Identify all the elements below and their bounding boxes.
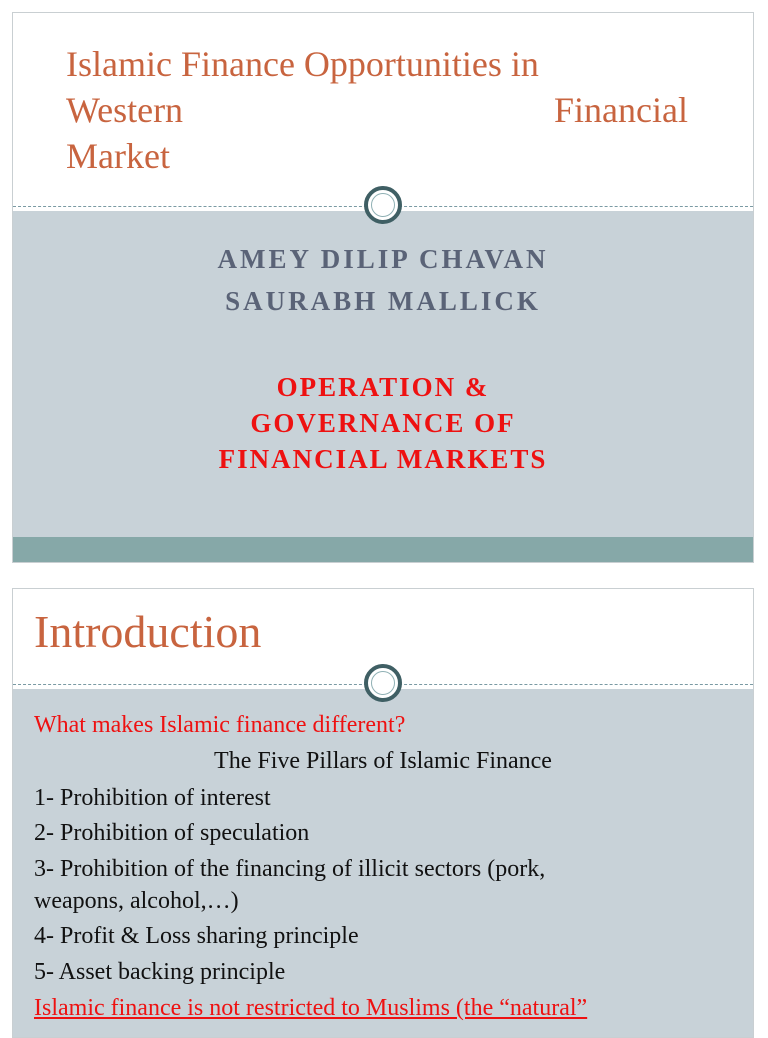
author-name: AMEY DILIP CHAVAN <box>217 244 549 274</box>
course-title-line: OPERATION & <box>276 372 490 402</box>
list-item: 2- Prohibition of speculation <box>34 820 310 846</box>
introduction-slide: Introduction What makes Islamic finance … <box>12 588 754 1038</box>
body-area <box>13 211 753 562</box>
note-text: Islamic finance is not restricted to Mus… <box>34 995 588 1021</box>
title-line-1: Islamic Finance Opportunities in <box>66 44 539 84</box>
course-title-line: GOVERNANCE OF <box>250 408 516 438</box>
bottom-band <box>13 537 753 562</box>
author-name: SAURABH MALLICK <box>225 286 541 316</box>
ring-icon <box>364 186 402 224</box>
title-slide: Islamic Finance Opportunities in Western… <box>12 12 754 563</box>
list-item-continuation: weapons, alcohol,…) <box>34 888 239 914</box>
title-line-3: Market <box>66 136 170 176</box>
title-line-2-right: Financial <box>554 90 688 130</box>
list-item: 4- Profit & Loss sharing principle <box>34 923 359 949</box>
list-item: 1- Prohibition of interest <box>34 785 271 811</box>
slide-title: Introduction <box>34 606 262 657</box>
body-area <box>13 689 753 1037</box>
list-item: 3- Prohibition of the financing of illic… <box>34 856 546 882</box>
ring-icon <box>364 664 402 702</box>
subheading: The Five Pillars of Islamic Finance <box>214 748 552 774</box>
list-item: 5- Asset backing principle <box>34 959 286 985</box>
slide-title: Islamic Finance Opportunities in Western… <box>66 41 688 179</box>
course-title-line: FINANCIAL MARKETS <box>218 444 548 474</box>
title-line-2-left: Western <box>66 90 184 130</box>
question-text: What makes Islamic finance different? <box>34 712 406 738</box>
title-area: Islamic Finance Opportunities in Western… <box>13 13 753 206</box>
